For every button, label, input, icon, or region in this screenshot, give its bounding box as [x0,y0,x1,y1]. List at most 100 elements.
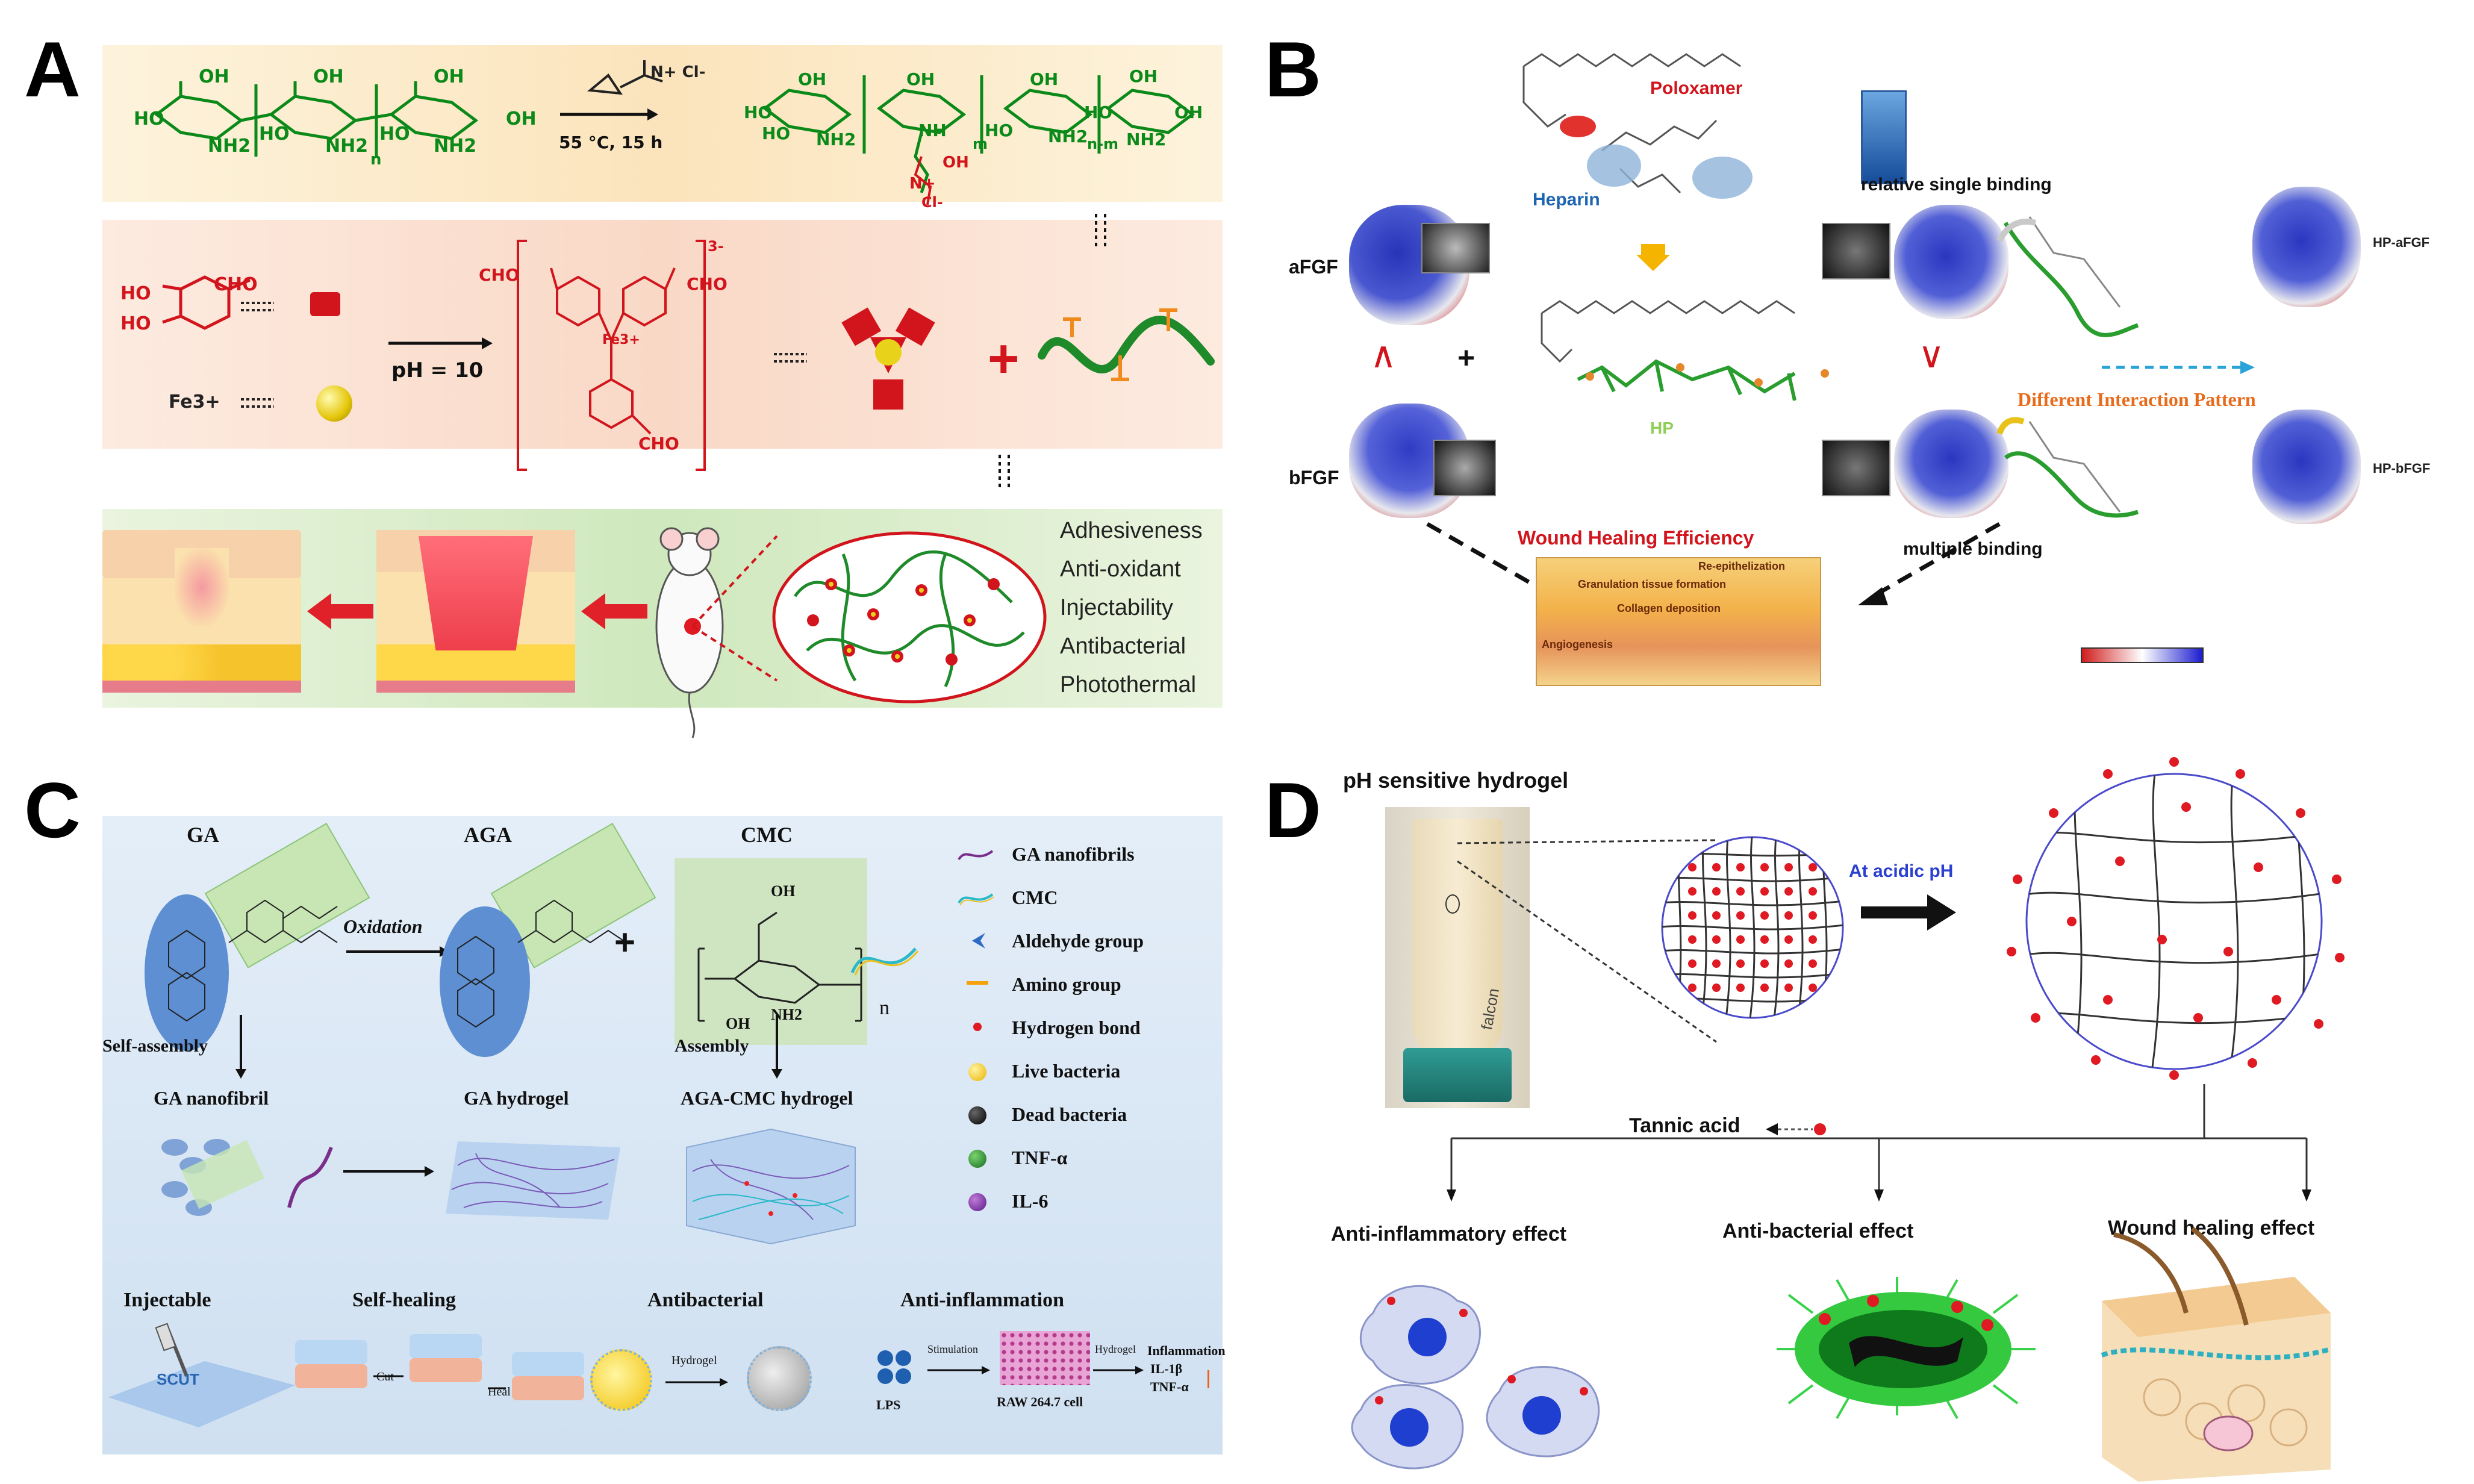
product-ho-3: HO [985,120,1014,140]
product-n-plus: N+ [909,175,936,193]
ph-condition: pH = 10 [391,358,484,382]
heparin-label: Heparin [1533,190,1600,210]
complex-band [102,220,1223,449]
self-assembly-label: Self-assembly [102,1036,208,1056]
chitosan-oh-1: OH [199,66,229,87]
ligand-icon [310,292,340,316]
legend-dot-yellow-icon [968,1063,986,1081]
antibacterial-arrow [665,1378,728,1386]
wound-healing-illustration [1536,557,1821,686]
relative-single-binding: relative single binding [1861,175,2052,195]
tnfa-label: TNF-α [1150,1379,1189,1394]
legend-label-ga-nanofibrils: GA nanofibrils [1012,843,1135,865]
bfgf-inset-photo [1433,440,1496,496]
bfgf-label: bFGF [1289,467,1339,488]
greater-symbol: ∧ [1370,335,1397,375]
self-assembly-arrow [235,1015,246,1079]
product-oh-3: OH [1030,69,1059,89]
ga-hydrogel-label: GA hydrogel [464,1087,569,1109]
plus-c: + [614,922,636,962]
wound-label-reepithelization: Re-epithelization [1698,560,1786,572]
cmc-wave [850,947,919,976]
chitosan-oh-4: OH [506,108,537,129]
dotted-equal-1 [241,302,274,311]
inflammation-label: Inflammation [1147,1343,1226,1358]
scut-label: SCUT [157,1370,199,1388]
product-nh2-3: NH2 [1126,129,1167,149]
aga-structure [457,899,627,1028]
hp-afgf-result [2252,187,2361,307]
property-injectability: Injectability [1060,595,1173,620]
legend-label-live-bacteria: Live bacteria [1012,1060,1121,1082]
black-arrow-right [1861,894,1956,931]
quaternized-chitosan-chain [1038,308,1215,381]
dotted-equal-3 [774,353,807,363]
ga-hydrogel-illustration [446,1141,620,1220]
legend-wave-cyan-icon [958,893,994,906]
panel-letter-b: B [1265,25,1321,113]
stimulation-arrow [927,1366,990,1374]
dba-cho: CHO [214,274,258,295]
property-adhesiveness: Adhesiveness [1060,518,1203,543]
self-healing-label: Self-healing [352,1289,456,1311]
raw-cell-label: RAW 264.7 cell [997,1394,1083,1409]
complex-cho-2: CHO [687,274,728,294]
product-ho-4: HO [1084,102,1113,122]
legend-label-cmc: CMC [1012,887,1058,908]
complex-cho-1: CHO [479,265,520,285]
legend-label-amino: Amino group [1012,973,1121,995]
chitosan-structure [154,81,479,157]
wound-label-collagen: Collagen deposition [1617,602,1721,614]
product-oh-1: OH [798,69,827,89]
multiple-binding-photo [1822,440,1890,496]
panel-b: Poloxamer Heparin relative single bindin… [1241,0,2474,747]
tube-photo: falcon [1385,807,1530,1108]
tannic-acid-label: Tannic acid [1629,1114,1740,1137]
product-nh: NH [918,120,947,140]
product-n-m: n-m [1087,136,1119,152]
panel-a: OH HO NH2 OH HO NH2 OH HO NH2 OH n N+ Cl… [0,0,1241,747]
panel-letter-d: D [1265,766,1321,854]
decrease-arrow-icon [1207,1370,1209,1388]
product-oh-2: OH [906,69,935,89]
cmc-structure [697,911,862,1022]
plus-b: + [1457,341,1475,375]
antibacterial-label: Antibacterial [647,1289,764,1311]
different-interaction-pattern: Different Interaction Pattern [2018,388,2256,410]
single-binding-photo [1822,223,1890,279]
ga-label: GA [187,823,219,847]
ga-nanofibril-label: GA nanofibril [154,1087,269,1109]
less-symbol: ∨ [1918,335,1945,375]
wound-healing-efficiency: Wound Healing Efficiency [1518,527,1754,549]
product-ho-1: HO [744,102,773,122]
bacterium-illustration [1777,1277,2036,1419]
effect-anti-inflammatory: Anti-inflammatory effect [1331,1223,1567,1246]
poloxamer-label: Poloxamer [1650,78,1743,98]
zoom-lines [691,535,778,682]
dihydroxybenzaldehyde [162,275,251,330]
legend-dot-green-icon [968,1150,986,1168]
acidic-ph-label: At acidic pH [1849,861,1954,881]
ga-structure [168,899,338,1022]
dotted-connector-2 [999,455,1010,491]
reagent-label: N+ Cl- [650,63,706,81]
quaternized-chitosan-structure [762,75,1195,205]
lps-label: LPS [876,1397,901,1412]
hydrogel-label-2: Hydrogel [1095,1343,1136,1355]
effects-tree [1447,1084,2311,1202]
panel-d: pH sensitive hydrogel falcon [1241,747,2474,1484]
product-cl: Cl- [921,194,943,211]
product-m: m [973,136,988,152]
arrow-left-1 [307,593,373,629]
poloxamer-heparin-structure [1522,53,1753,199]
heal-label: Heal [488,1385,511,1398]
il1b-label: IL-1β [1150,1361,1183,1376]
chitosan-oh-3: OH [434,66,464,87]
cmc-oh-top: OH [771,882,796,900]
chitosan-ho-1: HO [134,108,164,129]
effect-anti-bacterial: Anti-bacterial effect [1722,1220,1914,1242]
fibril-to-hydrogel-arrow [343,1166,434,1177]
zoom-dashed-lines [1457,839,1717,1043]
anti-inflammation-label: Anti-inflammation [900,1289,1064,1311]
product-nh2-2: NH2 [1048,126,1088,146]
